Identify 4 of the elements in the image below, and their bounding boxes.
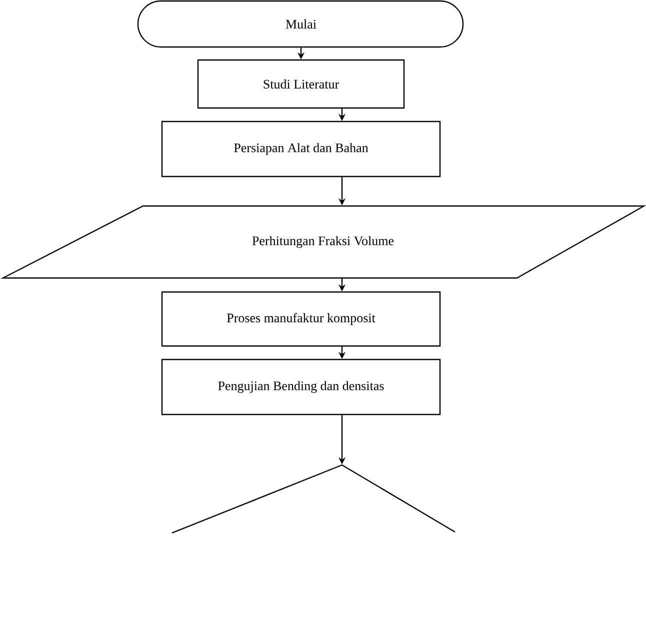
process-box: Pengujian Bending dan densitas <box>161 358 441 416</box>
process-box: Proses manufaktur komposit <box>161 291 441 347</box>
process-box: Persiapan Alat dan Bahan <box>161 120 441 178</box>
process-box: Studi Literatur <box>197 59 405 109</box>
